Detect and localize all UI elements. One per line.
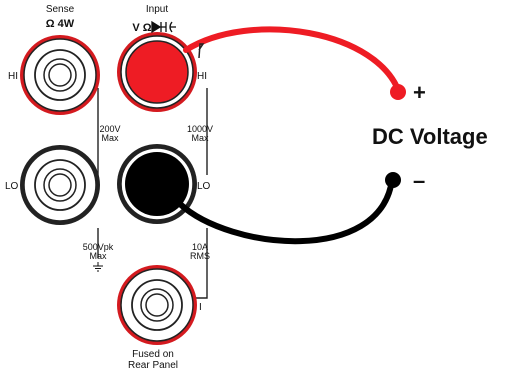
current-label: I bbox=[199, 302, 202, 313]
limit-500vpk-label: 500Vpk bbox=[83, 242, 114, 252]
negative-test-lead bbox=[177, 177, 395, 245]
input-label: Input bbox=[146, 4, 168, 15]
limit-1000v-label: 1000V bbox=[187, 124, 213, 134]
sense-4w-label: Ω 4W bbox=[46, 18, 75, 30]
sense-hi-label: HI bbox=[8, 71, 18, 82]
positive-lead-dot bbox=[390, 84, 406, 100]
input-hi-terminal[interactable] bbox=[117, 32, 197, 112]
rear-panel-label: Rear Panel bbox=[128, 360, 178, 371]
ground-icon bbox=[93, 262, 103, 272]
positive-test-lead bbox=[183, 26, 403, 98]
sense-hi-terminal[interactable] bbox=[20, 35, 100, 115]
negative-sign: – bbox=[413, 168, 425, 193]
input-lo-label: LO bbox=[197, 181, 211, 192]
limit-200v-max-label: Max bbox=[101, 133, 119, 143]
limit-500vpk-max-label: Max bbox=[89, 251, 107, 261]
positive-sign: + bbox=[413, 80, 426, 105]
dc-voltage-title: DC Voltage bbox=[372, 124, 488, 149]
input-function-label: V Ω bbox=[132, 22, 151, 34]
fused-on-label: Fused on bbox=[132, 349, 174, 360]
diode-capacitor-icon bbox=[151, 20, 176, 34]
negative-lead-dot bbox=[385, 172, 401, 188]
limit-200v-label: 200V bbox=[99, 124, 120, 134]
input-lo-terminal[interactable] bbox=[117, 144, 197, 224]
current-terminal[interactable] bbox=[117, 265, 197, 345]
probe-tip-icon bbox=[198, 43, 205, 59]
input-hi-label: HI bbox=[197, 71, 207, 82]
sense-lo-terminal[interactable] bbox=[20, 145, 100, 225]
limit-10a-rms-label: RMS bbox=[190, 251, 210, 261]
limit-1000v-max-label: Max bbox=[191, 133, 209, 143]
limit-10a-label: 10A bbox=[192, 242, 208, 252]
sense-lo-label: LO bbox=[5, 181, 19, 192]
sense-label: Sense bbox=[46, 4, 75, 15]
